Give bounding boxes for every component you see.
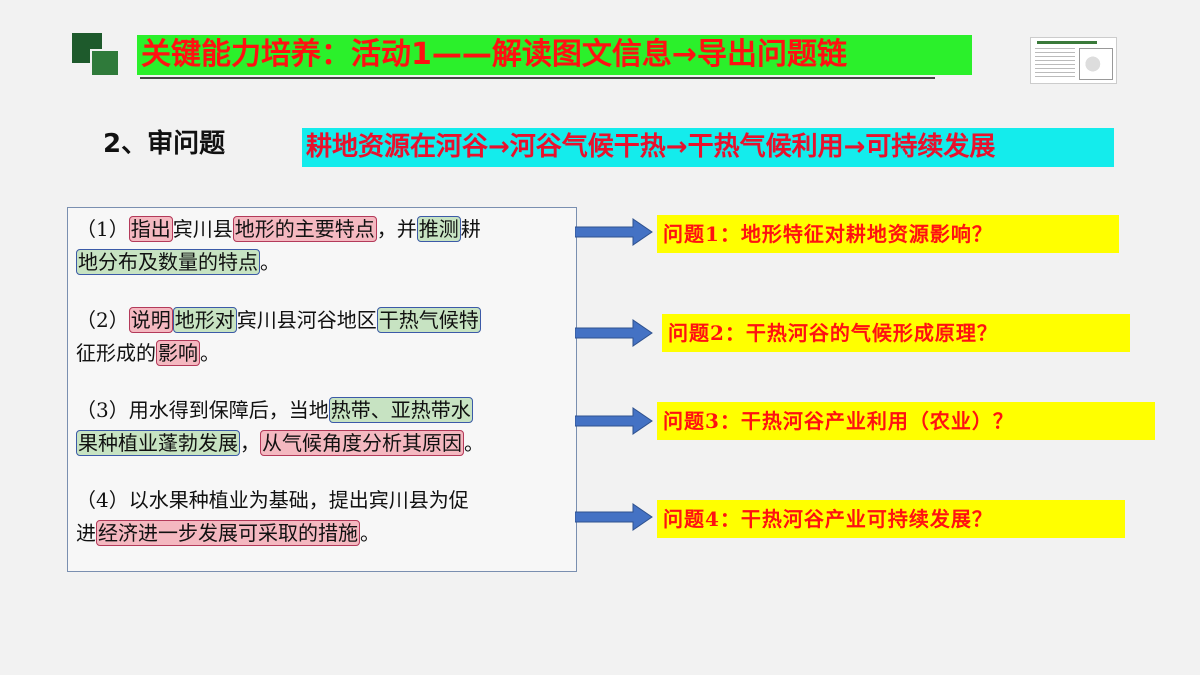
keyword-highlight-verb: 推测 bbox=[416, 216, 461, 242]
question-4: （4）以水果种植业为基础，提出宾川县为促 进经济进一步发展可采取的措施。 bbox=[76, 484, 571, 550]
keyword-highlight-verb: 说明 bbox=[128, 307, 173, 333]
question-3-text: ， bbox=[240, 431, 260, 455]
keyword-highlight-subject: 地分布及数量的特点 bbox=[76, 249, 260, 275]
keyword-highlight-subject: 影响 bbox=[156, 340, 200, 366]
keyword-highlight-subject: 热带、亚热带水 bbox=[328, 397, 473, 423]
page-title: 关键能力培养：活动1——解读图文信息→导出问题链 bbox=[137, 35, 972, 75]
question-4-text: 。 bbox=[360, 521, 380, 545]
keyword-highlight-subject: 干热气候特 bbox=[376, 307, 481, 333]
thumbnail-header-line bbox=[1037, 41, 1097, 44]
keyword-highlight-task: 从气候角度分析其原因 bbox=[260, 430, 464, 456]
question-chain-banner: 耕地资源在河谷→河谷气候干热→干热气候利用→可持续发展 bbox=[302, 128, 1114, 167]
question-2-number: （2） bbox=[76, 308, 129, 332]
question-1-text: 。 bbox=[260, 250, 280, 274]
question-1-number: （1） bbox=[76, 217, 129, 241]
thumbnail-text-lines bbox=[1035, 47, 1075, 77]
right-arrow-icon bbox=[575, 319, 653, 347]
question-1-text: 宾川县 bbox=[172, 217, 233, 241]
question-4-text: 进 bbox=[76, 521, 96, 545]
derived-question-3: 问题3：干热河谷产业利用（农业）？ bbox=[657, 402, 1155, 440]
question-3: （3）用水得到保障后，当地热带、亚热带水 果种植业蓬勃发展，从气候角度分析其原因… bbox=[76, 394, 571, 460]
question-2: （2）说明地形对宾川县河谷地区干热气候特 征形成的影响。 bbox=[76, 304, 571, 370]
keyword-highlight-verb: 指出 bbox=[128, 216, 173, 242]
right-arrow-icon bbox=[575, 407, 653, 435]
question-3-text: （3）用水得到保障后，当地 bbox=[76, 398, 329, 422]
right-arrow-icon bbox=[575, 218, 653, 246]
question-4-text: （4）以水果种植业为基础，提出宾川县为促 bbox=[76, 488, 469, 512]
question-1-text: ，并 bbox=[376, 217, 417, 241]
keyword-highlight-subject: 地形的主要特点 bbox=[232, 216, 377, 242]
derived-question-4: 问题4：干热河谷产业可持续发展？ bbox=[657, 500, 1125, 538]
right-arrow-icon bbox=[575, 503, 653, 531]
question-3-text: 。 bbox=[464, 431, 484, 455]
question-1: （1）指出宾川县地形的主要特点，并推测耕 地分布及数量的特点。 bbox=[76, 213, 571, 279]
question-2-text: 征形成的 bbox=[76, 341, 156, 365]
question-2-text: 宾川县河谷地区 bbox=[236, 308, 377, 332]
document-thumbnail-icon[interactable] bbox=[1030, 37, 1117, 84]
derived-question-1: 问题1：地形特征对耕地资源影响？ bbox=[657, 215, 1119, 253]
question-1-text: 耕 bbox=[460, 217, 481, 241]
keyword-highlight-subject: 果种植业蓬勃发展 bbox=[76, 430, 240, 456]
question-2-text: 。 bbox=[200, 341, 220, 365]
derived-question-2: 问题2：干热河谷的气候形成原理？ bbox=[662, 314, 1130, 352]
green-squares-logo bbox=[72, 33, 120, 77]
logo-square-light bbox=[90, 49, 120, 77]
keyword-highlight-task: 经济进一步发展可采取的措施 bbox=[96, 520, 360, 546]
keyword-highlight-subject: 地形对 bbox=[172, 307, 237, 333]
section-title: 2、审问题 bbox=[103, 129, 226, 159]
thumbnail-map bbox=[1079, 48, 1113, 80]
title-underline bbox=[140, 77, 935, 79]
